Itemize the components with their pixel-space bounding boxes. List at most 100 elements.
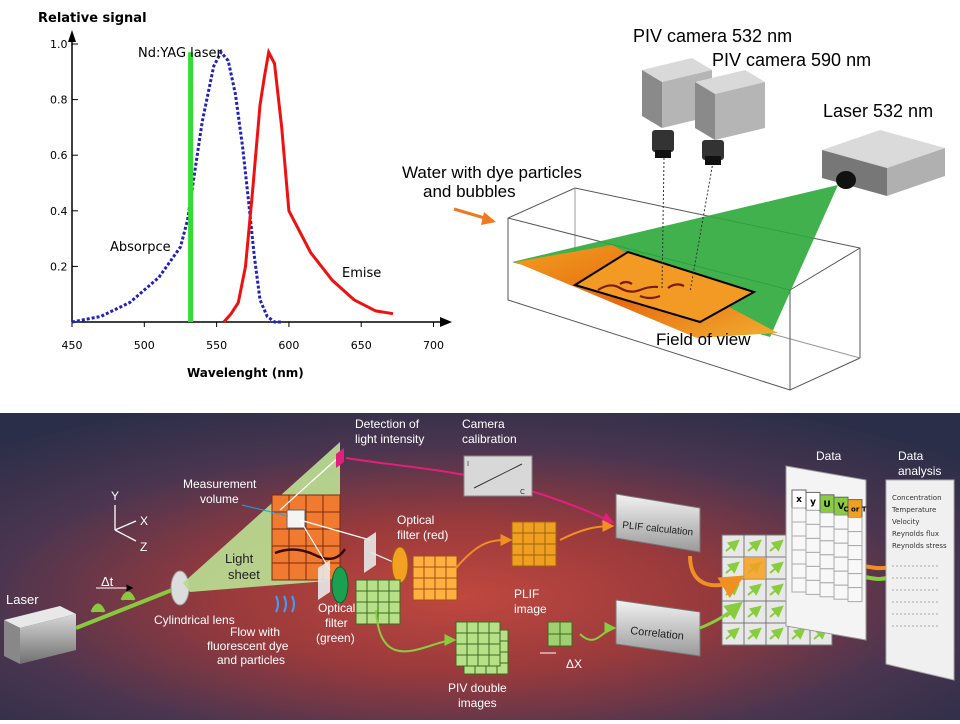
arrow-to-vector-field	[699, 601, 743, 630]
table-cell	[833, 556, 849, 572]
plif-image-grid-cell	[533, 532, 546, 545]
light-sheet-label-2: sheet	[228, 567, 260, 582]
optical-filter-green	[331, 566, 349, 604]
beam-to-splitter	[299, 519, 371, 541]
x-tick-label: 600	[278, 339, 299, 352]
filter-green-label-1: Optical	[318, 601, 355, 615]
plif-image-grid-cell	[522, 554, 535, 567]
table-cell	[819, 554, 835, 570]
piv-raw-grid-cell	[366, 590, 379, 603]
meas-grid-cell	[271, 528, 290, 547]
optical-filter-red	[391, 546, 409, 584]
table-cell	[791, 521, 807, 537]
y-tick-label: 1.0	[50, 38, 68, 51]
plif-raw-grid-cell	[445, 588, 458, 601]
measurement-volume-cube	[286, 509, 306, 529]
plif-calculation-box[interactable]	[615, 493, 701, 553]
plif-raw-grid-cell	[434, 577, 447, 590]
table-header: y	[810, 497, 816, 507]
water-arrow-head	[481, 212, 496, 225]
laser-source	[4, 606, 76, 664]
table-cell	[847, 545, 863, 561]
cyl-lens-label: Cylindrical lens	[154, 613, 235, 627]
plif-image-grid-cell	[544, 543, 557, 556]
meas-grid-cell	[322, 494, 341, 513]
light-sheet-label-1: Light	[225, 551, 254, 566]
velocity-vector	[769, 627, 784, 640]
calibration-line	[473, 463, 523, 489]
plif-raw-grid-cell	[423, 555, 436, 568]
laser-label: Laser	[6, 592, 39, 607]
arrow-to-plif-calc	[559, 520, 615, 541]
analysis-label-1: Data	[898, 449, 924, 463]
delta-t-label: Δt	[101, 574, 114, 589]
table-cell	[819, 540, 835, 556]
table-cell	[833, 528, 849, 544]
filter-green-label-3: (green)	[316, 631, 355, 645]
meas-grid-cell	[305, 494, 324, 513]
analysis-list: ConcentrationTemperatureVelocityReynolds…	[891, 494, 947, 627]
piv-raw-grid-cell	[388, 579, 401, 592]
table-cell	[847, 517, 863, 533]
meas-grid-cell	[322, 511, 341, 530]
table-cell	[819, 512, 835, 528]
velocity-vector	[769, 583, 784, 596]
camera2-label: PIV camera 590 nm	[712, 50, 871, 70]
piv-image-grid-front-cell	[455, 621, 468, 634]
piv-raw-grid-cell	[377, 579, 390, 592]
piv-image-grid-front-cell	[477, 632, 490, 645]
y-axis-arrow	[68, 30, 76, 42]
series-emise	[222, 47, 394, 323]
analysis-item: Reynolds flux	[892, 530, 939, 538]
plif-raw-grid-cell	[445, 555, 458, 568]
table-cell	[847, 531, 863, 547]
plif-raw-grid-cell	[423, 566, 436, 579]
water-arrow	[453, 207, 489, 221]
filter-red-label-1: Optical	[397, 513, 434, 527]
plif-raw-grid-cell	[434, 566, 447, 579]
table-cell	[791, 577, 807, 593]
cal-axis-c: C	[520, 488, 525, 496]
meas-grid-cell	[271, 562, 290, 581]
experimental-setup: PIV camera 532 nm PIV camera 590 nm Lase…	[402, 26, 945, 391]
image-grids	[355, 521, 833, 675]
meas-grid-cell	[271, 545, 290, 564]
plif-image-grid	[511, 521, 557, 567]
analysis-sheet	[885, 479, 955, 681]
highlight-cell	[744, 557, 766, 579]
velocity-vector	[725, 561, 740, 574]
piv-image-grid-front-cell	[477, 621, 490, 634]
plif-raw-grid-cell	[434, 555, 447, 568]
tank-front	[507, 218, 861, 391]
piv-image-grid-front-cell	[477, 654, 490, 667]
arrow-to-result-grid	[688, 555, 745, 599]
flow-label-2: fluorescent dye	[207, 639, 289, 653]
velocity-vector	[725, 539, 740, 552]
plif-image-grid-cell	[522, 543, 535, 556]
piv-image-grid-front-cell	[466, 632, 479, 645]
piv-image-grid-front-cell	[488, 643, 501, 656]
plif-image-grid-cell	[511, 543, 524, 556]
table-cell	[819, 568, 835, 584]
plif-raw-grid-cell	[423, 588, 436, 601]
flow-label-3: and particles	[217, 653, 285, 667]
chart-xlabel: Wavelenght (nm)	[187, 366, 304, 380]
meas-grid-cell	[288, 562, 307, 581]
analysis-label-2: analysis	[898, 464, 941, 478]
flow-label-1: Flow with	[230, 625, 280, 639]
piv-raw-grid-cell	[355, 579, 368, 592]
piv-raw-grid-cell	[377, 612, 390, 625]
table-cell	[833, 514, 849, 530]
data-label: Data	[816, 449, 842, 463]
velocity-vector	[747, 605, 762, 618]
piv-image-grid-back-cell	[496, 662, 509, 675]
absorption-label: Absorpce	[110, 240, 171, 255]
table-cell	[833, 584, 849, 600]
table-cell	[847, 587, 863, 603]
table-cell	[805, 537, 821, 553]
laser-beam	[75, 588, 173, 630]
piv-raw-grid-cell	[377, 601, 390, 614]
